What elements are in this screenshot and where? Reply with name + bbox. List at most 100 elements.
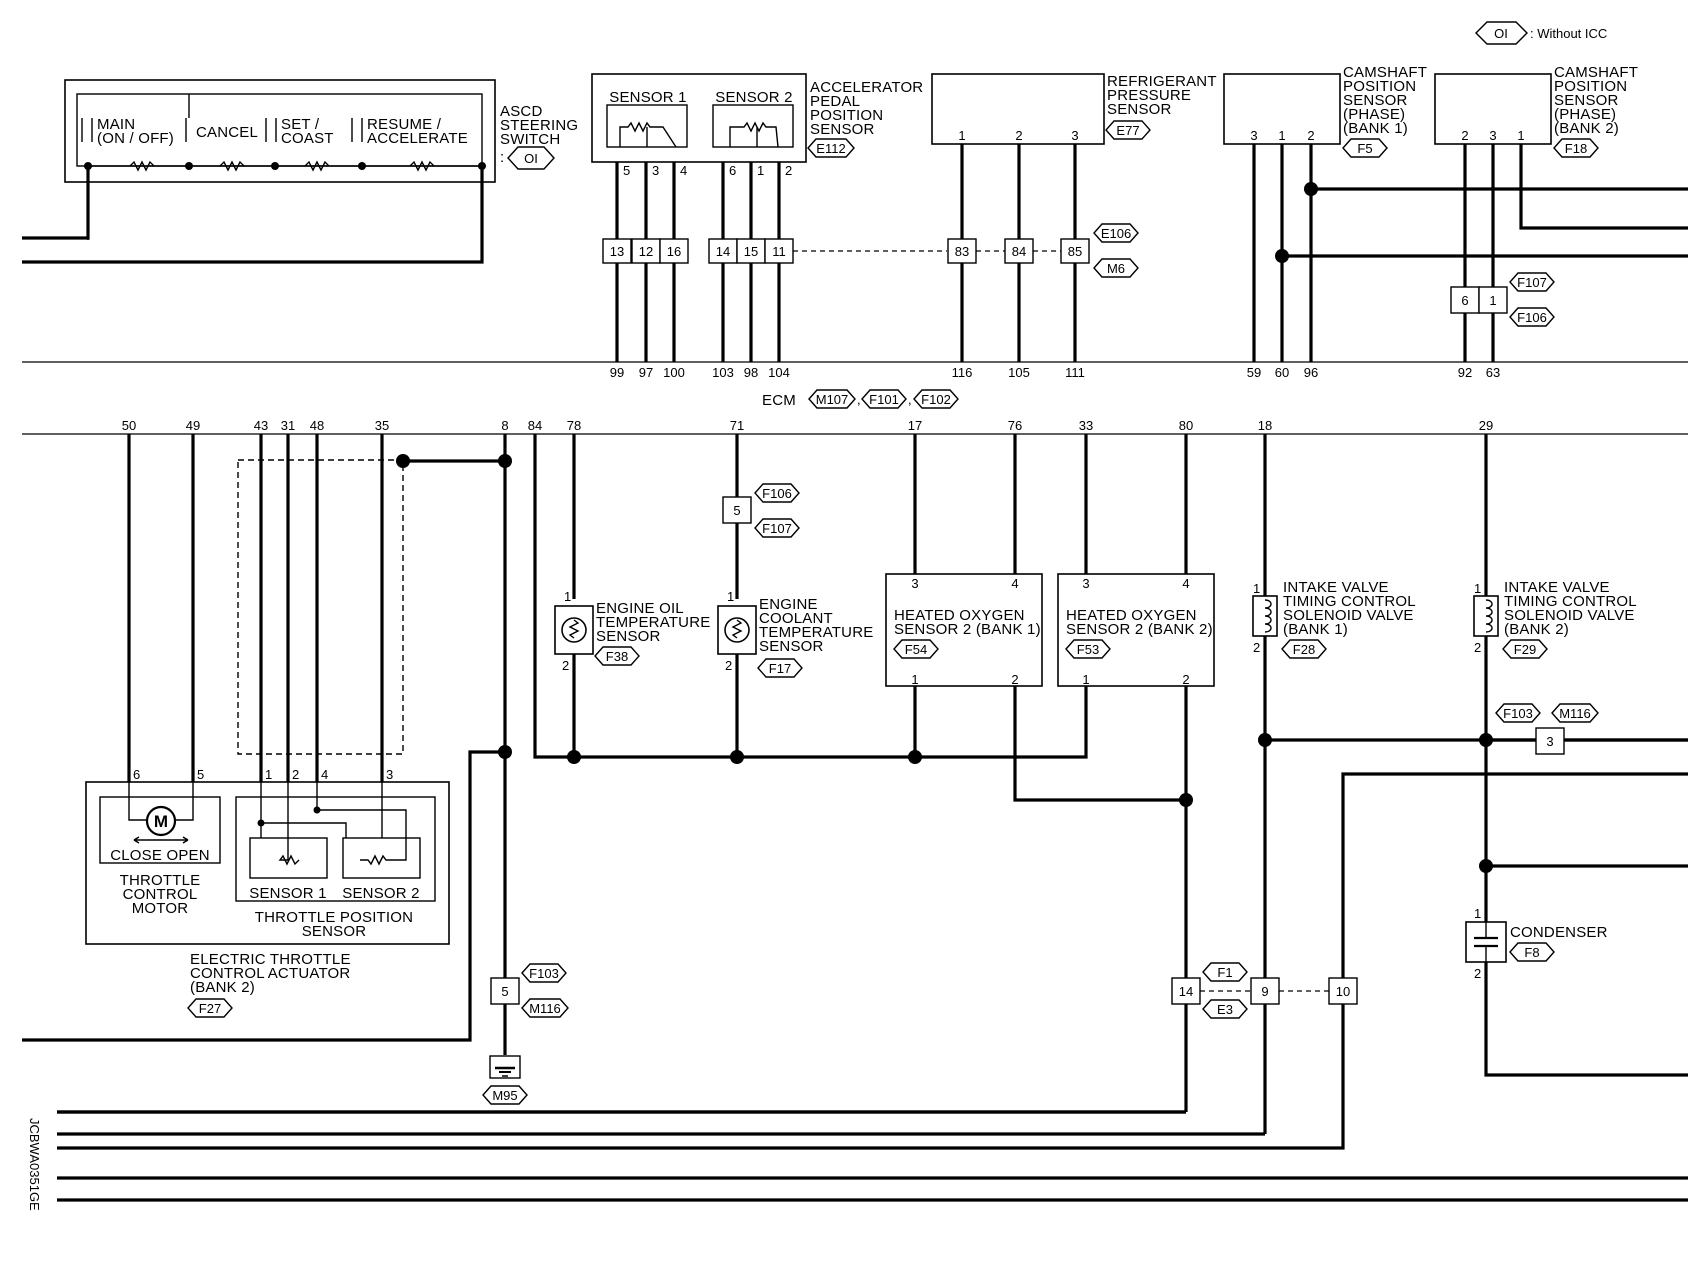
ho2s1-title-2: SENSOR 2 (BANK 1) [894, 621, 1041, 638]
condenser-connector: F8 [1524, 945, 1539, 960]
cam1-pin: 1 [1278, 128, 1285, 143]
ecm-pin: 35 [375, 418, 389, 433]
apps-pin: 1 [757, 163, 764, 178]
tps-title-2: SENSOR [302, 923, 367, 940]
refrig-joint-connector: M6 [1107, 261, 1125, 276]
ivt1-pin: 1 [1253, 581, 1260, 596]
bottom-bus [57, 1110, 1688, 1202]
refrig-pin: 3 [1071, 128, 1078, 143]
ivt2-title-3: SOLENOID VALVE [1504, 607, 1635, 624]
condenser-pin: 1 [1474, 906, 1481, 921]
switch-main-label: MAIN [97, 116, 135, 133]
refrig-title-2: PRESSURE [1107, 87, 1191, 104]
right-joint-connector: M116 [1559, 706, 1591, 721]
cam1-pin: 3 [1250, 128, 1257, 143]
cam1-ecm-pin: 96 [1304, 365, 1318, 380]
figure-code: JCBWA0351GE [27, 1118, 42, 1211]
bottom-joint-pin: 14 [1179, 984, 1193, 999]
etc-title-3: (BANK 2) [190, 979, 255, 996]
ivt-solenoid-bank1: 1 2 INTAKE VALVE TIMING CONTROL SOLENOID… [57, 434, 1688, 1136]
ect-connector: F17 [769, 661, 791, 676]
refrig-pin: 1 [958, 128, 965, 143]
ect-title-1: ENGINE [759, 596, 818, 613]
ho2s1-pin: 2 [1011, 672, 1018, 687]
cam2-ecm-pin: 63 [1486, 365, 1500, 380]
camshaft-sensor-bank2: CAMSHAFT POSITION SENSOR (PHASE) (BANK 2… [1434, 64, 1688, 380]
refrig-ecm-pin: 116 [952, 365, 973, 380]
etc-title-2: CONTROL ACTUATOR [190, 965, 350, 982]
etc-pin: 6 [133, 767, 140, 782]
ivt-solenoid-bank2: 1 2 INTAKE VALVE TIMING CONTROL SOLENOID… [57, 434, 1688, 1150]
apps-sensor1-label: SENSOR 1 [609, 89, 686, 106]
tps-sensor2-label: SENSOR 2 [342, 885, 419, 902]
ascd-title-3: SWITCH [500, 131, 560, 148]
ascd-colon: : [500, 149, 504, 166]
ho2s2-pin: 1 [1082, 672, 1089, 687]
apps-pin: 2 [785, 163, 792, 178]
bottom-joint-connector-label: E3 [1217, 1002, 1233, 1017]
cam2-pin: 3 [1489, 128, 1496, 143]
ivt2-title-4: (BANK 2) [1504, 621, 1569, 638]
refrig-pin: 2 [1015, 128, 1022, 143]
camshaft-sensor-bank1: CAMSHAFT POSITION SENSOR (PHASE) (BANK 1… [1223, 64, 1688, 380]
apps-title-2: PEDAL [810, 93, 860, 110]
bottom-joint-pin: 9 [1261, 984, 1268, 999]
motor-close-open: CLOSE OPEN [110, 847, 210, 864]
condenser-title: CONDENSER [1510, 924, 1608, 941]
apps-sensor2-label: SENSOR 2 [715, 89, 792, 106]
etc-pin: 2 [292, 767, 299, 782]
eot-pin: 2 [562, 658, 569, 673]
refrig-joint-pin: 85 [1068, 244, 1082, 259]
ecm-pin: 84 [528, 418, 542, 433]
apps-pin: 6 [729, 163, 736, 178]
ecm-pin: 31 [281, 418, 295, 433]
etc-connector: F27 [199, 1001, 221, 1016]
ho2s2-connector: F53 [1077, 642, 1099, 657]
bottom-joint-pin: 10 [1336, 984, 1350, 999]
refrigerant-pressure-sensor: REFRIGERANT PRESSURE SENSOR E77 1 2 3 83… [931, 73, 1217, 380]
apps-ecm-pin: 103 [712, 365, 734, 380]
apps-ecm-pin: 97 [639, 365, 653, 380]
refrig-joint-pin: 83 [955, 244, 969, 259]
motor-title-3: MOTOR [132, 900, 189, 917]
apps-joint-pin: 16 [667, 244, 681, 259]
apps-joint-pin: 11 [772, 244, 786, 259]
ho2s1-connector: F54 [905, 642, 927, 657]
cam1-ecm-pin: 60 [1275, 365, 1289, 380]
apps-title-1: ACCELERATOR [810, 79, 923, 96]
right-joint-pin: 3 [1546, 734, 1553, 749]
ivt1-connector: F28 [1293, 642, 1315, 657]
apps-joint-pin: 15 [744, 244, 758, 259]
etc-pin: 5 [197, 767, 204, 782]
cam1-ecm-pin: 59 [1247, 365, 1261, 380]
apps-joint-pin: 13 [610, 244, 624, 259]
ect-joint-connector: F107 [762, 521, 792, 536]
ivt2-pin: 1 [1474, 581, 1481, 596]
legend-text: : Without ICC [1530, 26, 1607, 41]
ect-joint-pin: 5 [733, 503, 740, 518]
ho2s2-pin: 3 [1082, 576, 1089, 591]
ivt2-title-2: TIMING CONTROL [1504, 593, 1637, 610]
switch-resume-label: RESUME / [367, 116, 442, 133]
ecm-pin: 76 [1008, 418, 1022, 433]
ascd-title-1: ASCD [500, 103, 542, 120]
apps-title-4: SENSOR [810, 121, 875, 138]
motor-title-1: THROTTLE [120, 872, 201, 889]
cam1-title-3: SENSOR [1343, 92, 1408, 109]
legend-tag-shape [1475, 21, 1528, 45]
refrig-joint-connector: E106 [1101, 226, 1131, 241]
cam1-title-5: (BANK 1) [1343, 120, 1408, 137]
ecm-pin: 29 [1479, 418, 1493, 433]
ecm-connector: M107 [816, 392, 849, 407]
ecm-pin: 18 [1258, 418, 1272, 433]
etc-pin: 4 [321, 767, 328, 782]
cam2-title-4: (PHASE) [1554, 106, 1616, 123]
eot-pin: 1 [564, 589, 571, 604]
ivt1-title-2: TIMING CONTROL [1283, 593, 1416, 610]
ecm-pin: 43 [254, 418, 268, 433]
cam2-title-5: (BANK 2) [1554, 120, 1619, 137]
ho2s1-title-1: HEATED OXYGEN [894, 607, 1025, 624]
ground-icon [489, 1055, 521, 1079]
ground-joint-connector: F103 [529, 966, 559, 981]
ecm-connector: F101 [869, 392, 899, 407]
